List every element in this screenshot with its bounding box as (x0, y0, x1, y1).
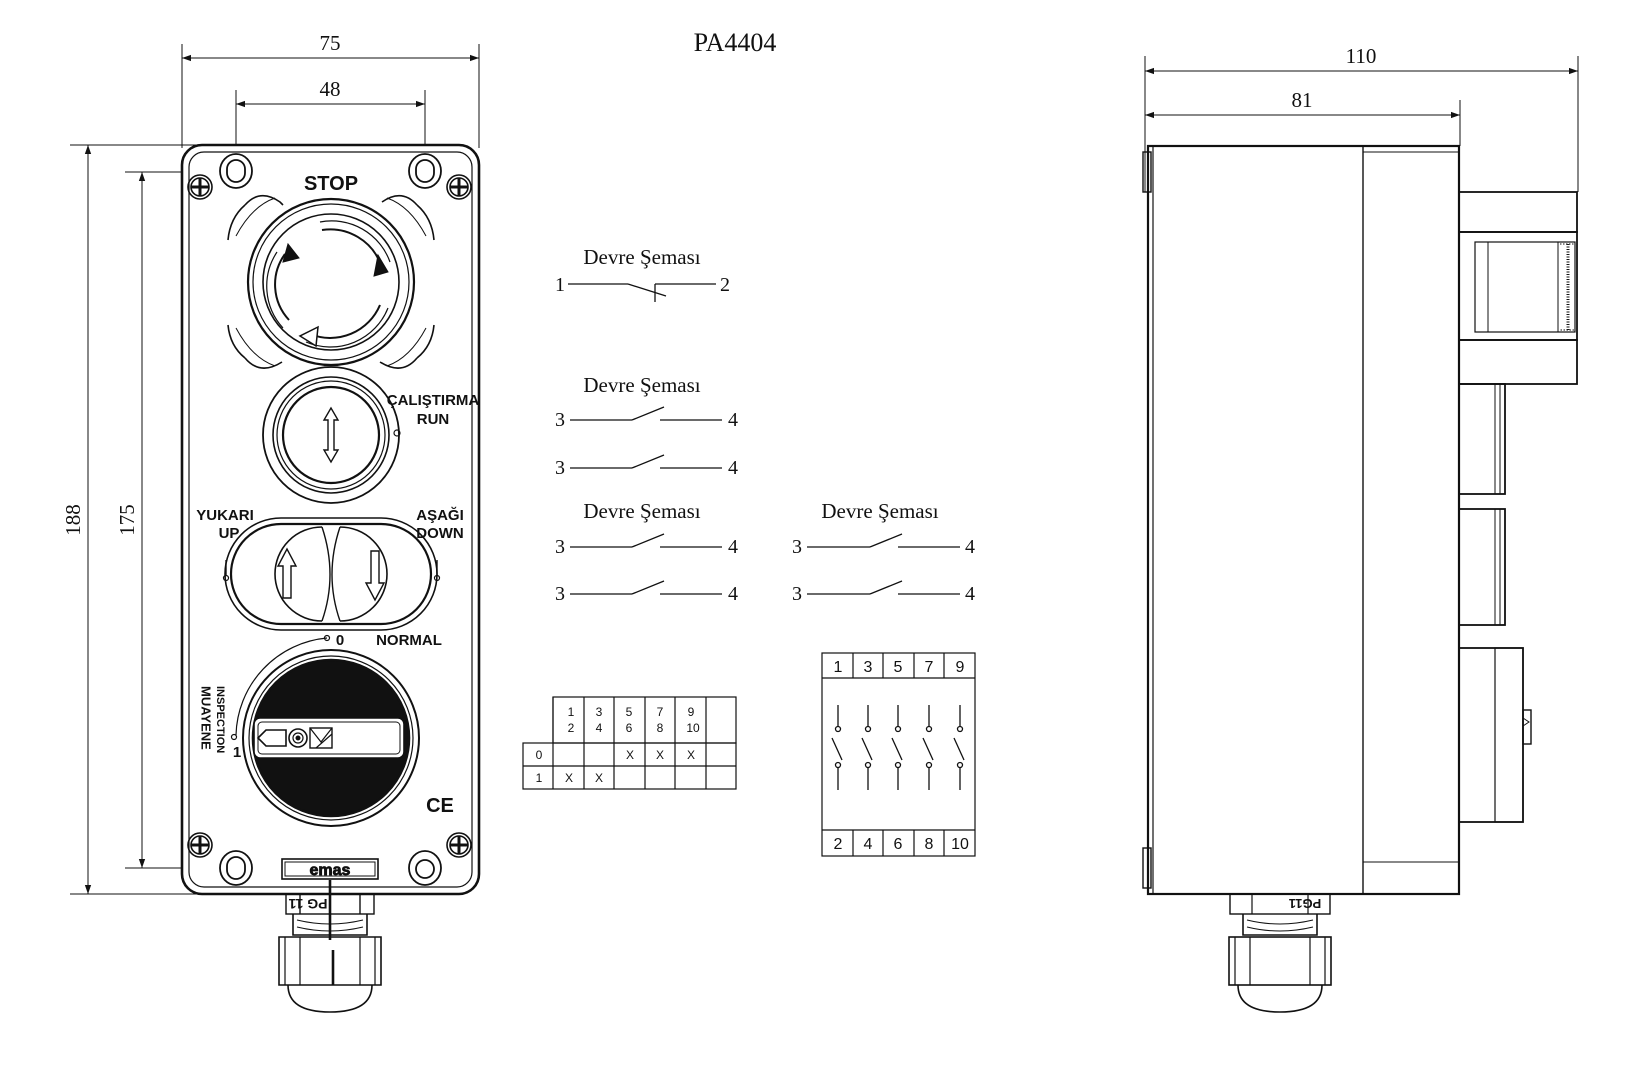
terminal-top-1: 1 (834, 659, 843, 676)
front-dimensions: 75 48 188 175 (61, 31, 480, 895)
table-header-1-top: 1 (568, 705, 575, 719)
schema-stop: Devre Şeması 1 2 (555, 245, 730, 302)
terminal-top-2: 3 (864, 659, 873, 676)
schema-run-2-right: 4 (728, 457, 738, 479)
dim-side-depth: 110 (1346, 44, 1377, 68)
run-button (262, 366, 401, 504)
down-label-en: DOWN (416, 525, 464, 542)
schema-down-2-left: 3 (792, 583, 802, 605)
table-row-0-mark-5: X (687, 748, 695, 762)
up-label-en: UP (219, 525, 240, 542)
arrow-up-icon (276, 547, 298, 599)
table-header-3-bottom: 6 (626, 721, 633, 735)
schema-up-1-left: 3 (555, 536, 565, 558)
emas-logo: emas (281, 858, 379, 880)
table-row-1-pos: 1 (536, 771, 543, 785)
terminal-top-3: 5 (894, 659, 903, 676)
schema-up: Devre Şeması 3 4 3 4 (555, 499, 738, 605)
screw-tr-icon (446, 174, 472, 200)
table-row-0-mark-3: X (626, 748, 634, 762)
table-header-4-top: 7 (657, 705, 664, 719)
switch-position-table: 1 2 3 4 5 6 7 8 9 10 0 X X X 1 X X (522, 696, 737, 790)
down-label-tr: AŞAĞI (416, 506, 464, 524)
screw-tl-icon (187, 174, 213, 200)
schema-up-2-right: 4 (728, 583, 738, 605)
terminal-bottom-3: 6 (894, 836, 903, 853)
schema-stop-title: Devre Şeması (583, 245, 700, 269)
ce-mark: CE (426, 795, 454, 817)
schema-up-1-right: 4 (728, 536, 738, 558)
schema-down-title: Devre Şeması (821, 499, 938, 523)
emergency-stop-button (227, 194, 435, 369)
schema-down-1-left: 3 (792, 536, 802, 558)
mounting-hole-tr (408, 153, 442, 189)
position-one-label: 1 (233, 744, 241, 761)
schema-run-title: Devre Şeması (583, 373, 700, 397)
table-header-5-top: 9 (688, 705, 695, 719)
inspection-selector-switch (230, 634, 420, 827)
terminal-bottom-1: 2 (834, 836, 843, 853)
dim-front-width: 75 (320, 31, 341, 55)
table-header-3-top: 5 (626, 705, 633, 719)
gland-side-label: PG11 (1289, 896, 1322, 911)
table-header-2-top: 3 (596, 705, 603, 719)
table-row-1-mark-2: X (595, 771, 603, 785)
position-zero-label: 0 (336, 632, 344, 649)
mounting-hole-br (408, 850, 442, 886)
screw-br-icon (446, 832, 472, 858)
schema-down-2-right: 4 (965, 583, 975, 605)
front-panel: STOP (180, 143, 481, 1013)
schema-up-2-left: 3 (555, 583, 565, 605)
schema-run-1-left: 3 (555, 409, 565, 431)
terminal-contacts (831, 705, 965, 790)
drawing-title: PA4404 (694, 28, 777, 57)
terminal-top-4: 7 (925, 659, 934, 676)
brand-text: emas (310, 862, 351, 879)
terminal-block: 1 3 5 7 9 2 4 6 8 10 (821, 652, 976, 857)
dim-body-depth: 81 (1292, 88, 1313, 112)
schema-run-1-right: 4 (728, 409, 738, 431)
dim-hole-height: 175 (115, 504, 139, 536)
table-row-1-mark-1: X (565, 771, 573, 785)
arrow-down-icon (364, 550, 386, 602)
mounting-hole-bl (219, 850, 253, 886)
dim-hole-spacing: 48 (320, 77, 341, 101)
inspection-tr-label: MUAYENE (199, 686, 214, 750)
run-label-en: RUN (417, 411, 450, 428)
side-view (1142, 144, 1578, 1013)
up-down-button (222, 517, 441, 631)
cable-gland-front (278, 880, 382, 1013)
table-header-4-bottom: 8 (657, 721, 664, 735)
table-row-0-pos: 0 (536, 748, 543, 762)
gland-front-label: PG 11 (288, 896, 327, 912)
terminal-bottom-4: 8 (925, 836, 934, 853)
schema-up-title: Devre Şeması (583, 499, 700, 523)
dim-front-height: 188 (61, 504, 85, 536)
table-header-5-bottom: 10 (686, 721, 700, 735)
schema-down: Devre Şeması 3 4 3 4 (792, 499, 975, 605)
run-label-tr: ÇALIŞTIRMA (387, 392, 480, 409)
table-header-1-bottom: 2 (568, 721, 575, 735)
table-header-2-bottom: 4 (596, 721, 603, 735)
inspection-en-label: INSPECTION (214, 686, 226, 753)
normal-label: NORMAL (376, 632, 442, 649)
terminal-top-5: 9 (956, 659, 965, 676)
table-row-0-mark-4: X (656, 748, 664, 762)
side-dimensions: 110 81 (1144, 44, 1579, 192)
schema-run-2-left: 3 (555, 457, 565, 479)
schema-down-1-right: 4 (965, 536, 975, 558)
mounting-hole-tl (219, 153, 253, 189)
schema-stop-right: 2 (720, 274, 730, 296)
terminal-bottom-5: 10 (951, 836, 969, 853)
stop-label: STOP (304, 173, 358, 195)
terminal-bottom-2: 4 (864, 836, 873, 853)
schema-run: Devre Şeması 3 4 3 4 (555, 373, 738, 479)
screw-bl-icon (187, 832, 213, 858)
schema-stop-left: 1 (555, 274, 565, 296)
up-label-tr: YUKARI (196, 507, 254, 524)
